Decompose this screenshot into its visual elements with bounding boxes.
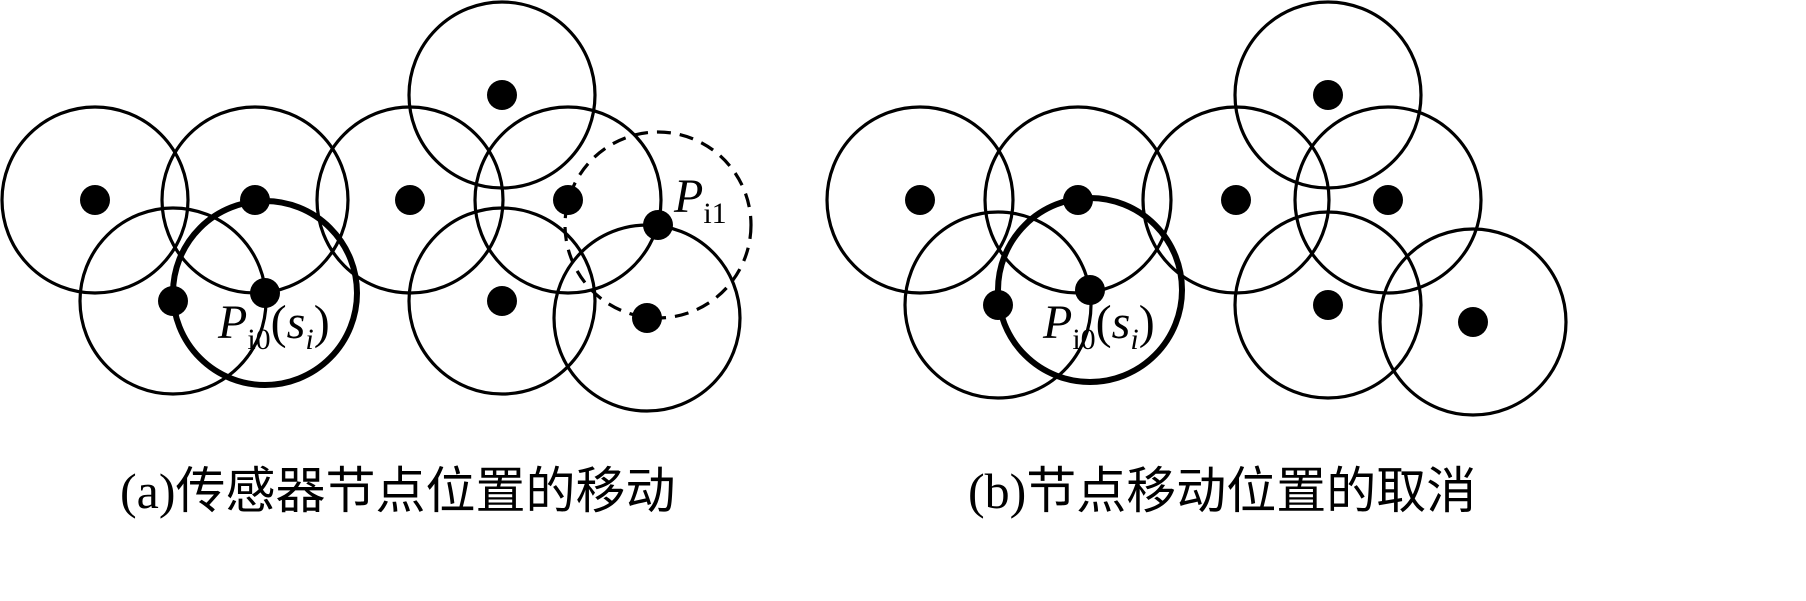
sensing-circle <box>1378 227 1568 417</box>
sensor-node <box>1063 185 1093 215</box>
sensor-node <box>983 290 1013 320</box>
sensing-circle <box>473 105 663 295</box>
sensor-node <box>1373 185 1403 215</box>
caption-a: (a)传感器节点位置的移动 <box>120 463 676 519</box>
sensor-node-pi0 <box>250 278 280 308</box>
panel-b: Pi0(si) (b)节点移动位置的取消 <box>825 0 1568 519</box>
sensor-node <box>487 80 517 110</box>
label-pi1: Pi1 <box>673 170 727 230</box>
sensor-node <box>905 185 935 215</box>
sensing-circle <box>0 105 190 295</box>
sensor-node <box>240 185 270 215</box>
sensor-node-pi1 <box>643 210 673 240</box>
sensor-node-pi0 <box>1075 275 1105 305</box>
sensing-circle <box>1293 105 1483 295</box>
label-pi0: Pi0(si) <box>217 296 330 356</box>
sensor-node <box>487 286 517 316</box>
sensor-node <box>1458 307 1488 337</box>
label-pi0: Pi0(si) <box>1042 296 1155 356</box>
sensor-node <box>1313 80 1343 110</box>
sensing-circle <box>407 0 597 190</box>
panel-a: Pi0(si) Pi1 (a)传感器节点位置的移动 <box>0 0 753 519</box>
sensing-circle <box>1233 0 1423 190</box>
sensing-circle <box>1233 210 1423 400</box>
sensor-node <box>553 185 583 215</box>
panel-a-sensor-nodes <box>80 80 673 333</box>
caption-b: (b)节点移动位置的取消 <box>968 463 1476 519</box>
panel-b-sensor-nodes <box>905 80 1488 337</box>
sensor-node <box>395 185 425 215</box>
sensing-circle <box>903 210 1093 400</box>
sensor-node <box>1313 290 1343 320</box>
sensor-node <box>158 286 188 316</box>
sensor-node <box>1221 185 1251 215</box>
sensing-circle <box>825 105 1015 295</box>
sensor-node <box>80 185 110 215</box>
sensing-circle <box>407 206 597 396</box>
sensor-node <box>632 303 662 333</box>
